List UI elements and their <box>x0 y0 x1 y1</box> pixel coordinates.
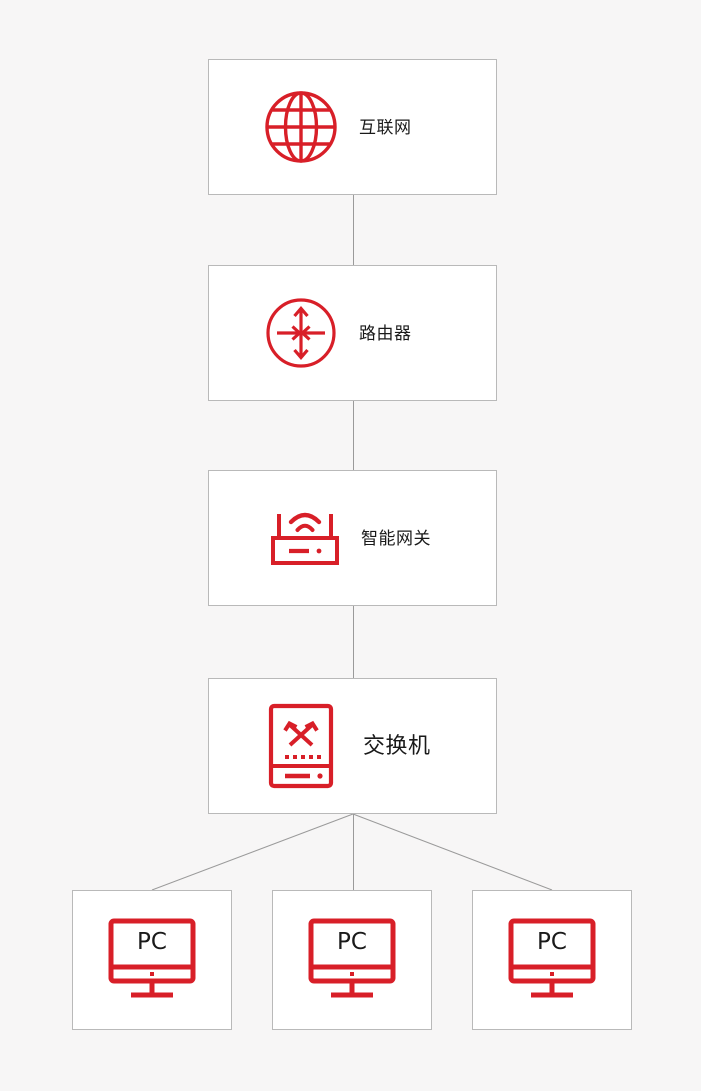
node-pc-1[interactable]: PC <box>72 890 232 1030</box>
node-gateway-label: 智能网关 <box>361 528 431 548</box>
desktop-monitor-icon: PC <box>504 917 600 1003</box>
desktop-monitor-icon: PC <box>304 917 400 1003</box>
node-switch[interactable]: 交换机 <box>208 678 497 814</box>
node-pc-3-label: PC <box>537 929 567 955</box>
node-pc-3[interactable]: PC <box>472 890 632 1030</box>
node-router-label: 路由器 <box>359 323 412 343</box>
node-pc-2[interactable]: PC <box>272 890 432 1030</box>
node-pc-1-label: PC <box>137 929 167 955</box>
wireless-gateway-icon <box>255 508 355 568</box>
node-switch-label: 交换机 <box>363 733 431 758</box>
node-internet-label: 互联网 <box>359 117 412 137</box>
node-gateway[interactable]: 智能网关 <box>208 470 497 606</box>
link-switch-pc3 <box>352 813 553 891</box>
desktop-monitor-icon: PC <box>104 917 200 1003</box>
network-switch-icon <box>251 703 351 789</box>
link-switch-pc1 <box>151 813 354 891</box>
node-internet[interactable]: 互联网 <box>208 59 497 195</box>
node-router[interactable]: 路由器 <box>208 265 497 401</box>
globe-icon <box>251 89 351 165</box>
node-pc-2-label: PC <box>337 929 367 955</box>
router-icon <box>251 295 351 371</box>
